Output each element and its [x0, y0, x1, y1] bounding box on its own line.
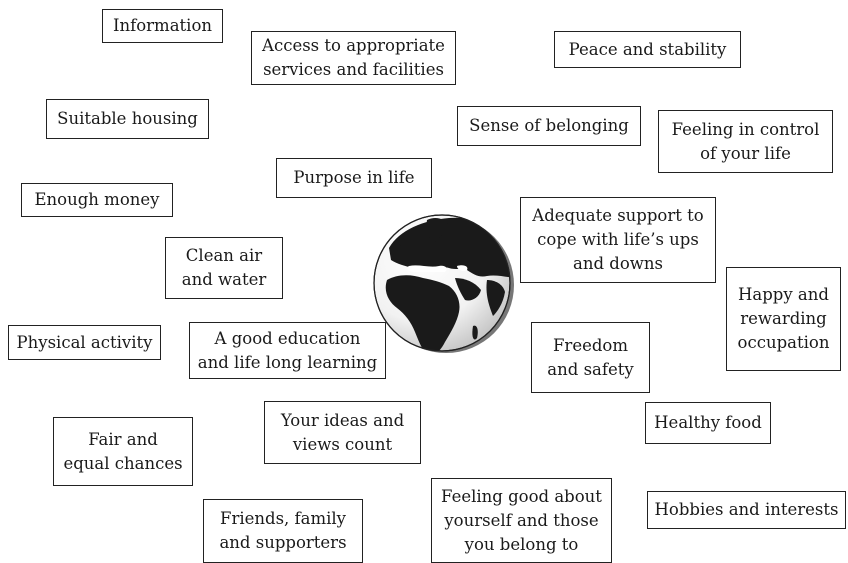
- box-good-education: A good education and life long learning: [189, 322, 386, 379]
- box-clean-air-water: Clean air and water: [165, 237, 283, 299]
- box-enough-money: Enough money: [21, 183, 173, 217]
- box-happy-occupation: Happy and rewarding occupation: [726, 267, 841, 371]
- box-feeling-in-control: Feeling in control of your life: [658, 110, 833, 173]
- box-adequate-support: Adequate support to cope with life’s ups…: [520, 197, 716, 283]
- box-ideas-views: Your ideas and views count: [264, 401, 421, 464]
- box-information: Information: [102, 9, 223, 43]
- box-purpose-in-life: Purpose in life: [276, 158, 432, 198]
- box-fair-chances: Fair and equal chances: [53, 417, 193, 486]
- box-friends-family: Friends, family and supporters: [203, 499, 363, 563]
- box-suitable-housing: Suitable housing: [46, 99, 209, 139]
- box-physical-activity: Physical activity: [8, 325, 161, 360]
- box-feeling-good: Feeling good about yourself and those yo…: [431, 478, 612, 563]
- box-healthy-food: Healthy food: [645, 402, 771, 444]
- box-sense-of-belonging: Sense of belonging: [457, 106, 641, 146]
- box-peace-stability: Peace and stability: [554, 31, 741, 68]
- box-freedom-safety: Freedom and safety: [531, 322, 650, 393]
- box-access-services: Access to appropriate services and facil…: [251, 31, 456, 85]
- globe-icon: [373, 214, 514, 353]
- box-hobbies-interests: Hobbies and interests: [647, 491, 846, 529]
